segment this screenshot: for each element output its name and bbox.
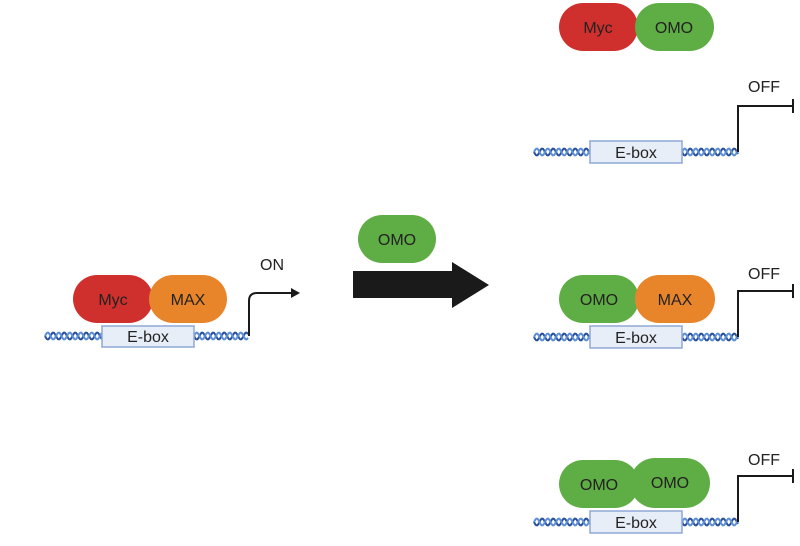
max-protein-label: MAX xyxy=(171,292,206,309)
omo-protein-label: OMO xyxy=(378,232,416,249)
dna-strand xyxy=(533,517,591,527)
omo-protein xyxy=(358,215,436,263)
ebox-box xyxy=(589,510,683,534)
max-protein xyxy=(149,275,227,323)
omo-protein xyxy=(630,458,710,508)
omo-protein xyxy=(635,3,714,51)
on-label: ON xyxy=(260,257,284,274)
ebox-box xyxy=(101,325,195,348)
dna-strand xyxy=(533,332,591,342)
transcription-arrow xyxy=(248,292,293,336)
omo-protein xyxy=(559,275,639,323)
ebox-box xyxy=(589,325,683,349)
repression-symbol xyxy=(737,284,794,337)
right-state-1-group: Myc OMO E-box OFF xyxy=(533,3,794,164)
ebox-label: E-box xyxy=(127,329,169,346)
omo-protein-label: OMO xyxy=(651,475,689,492)
dna-helix xyxy=(44,331,103,341)
right-state-3-group: E-box OMO OMO OFF xyxy=(533,452,794,534)
off-label: OFF xyxy=(748,266,780,283)
dna-strand xyxy=(681,517,739,527)
omo-protein-label: OMO xyxy=(580,292,618,309)
process-arrow xyxy=(353,262,489,308)
dna-strand xyxy=(193,331,249,341)
dna-strand xyxy=(44,331,103,341)
max-protein-label: MAX xyxy=(658,292,693,309)
dna-strand xyxy=(681,147,739,157)
myc-protein xyxy=(559,3,638,51)
ebox-box xyxy=(589,140,683,164)
right-state-2-group: E-box OMO MAX OFF xyxy=(533,266,794,349)
omo-protein xyxy=(559,460,639,508)
off-label: OFF xyxy=(748,452,780,469)
treatment-group: OMO xyxy=(353,215,489,308)
transcription-arrowhead xyxy=(291,288,300,298)
repression-symbol xyxy=(737,99,794,152)
myc-protein-label: Myc xyxy=(98,292,127,309)
ebox-label: E-box xyxy=(615,330,657,347)
myc-protein xyxy=(73,275,153,323)
repression-symbol xyxy=(737,469,794,522)
omo-protein-label: OMO xyxy=(580,477,618,494)
dna-strand xyxy=(681,332,739,342)
ebox-label: E-box xyxy=(615,515,657,532)
max-protein xyxy=(635,275,715,323)
off-label: OFF xyxy=(748,79,780,96)
omo-protein-label: OMO xyxy=(655,20,693,37)
dna-strand xyxy=(533,147,591,157)
ebox-label: E-box xyxy=(615,145,657,162)
left-state-group: E-box Myc MAX ON xyxy=(44,257,300,348)
myc-protein-label: Myc xyxy=(583,20,612,37)
